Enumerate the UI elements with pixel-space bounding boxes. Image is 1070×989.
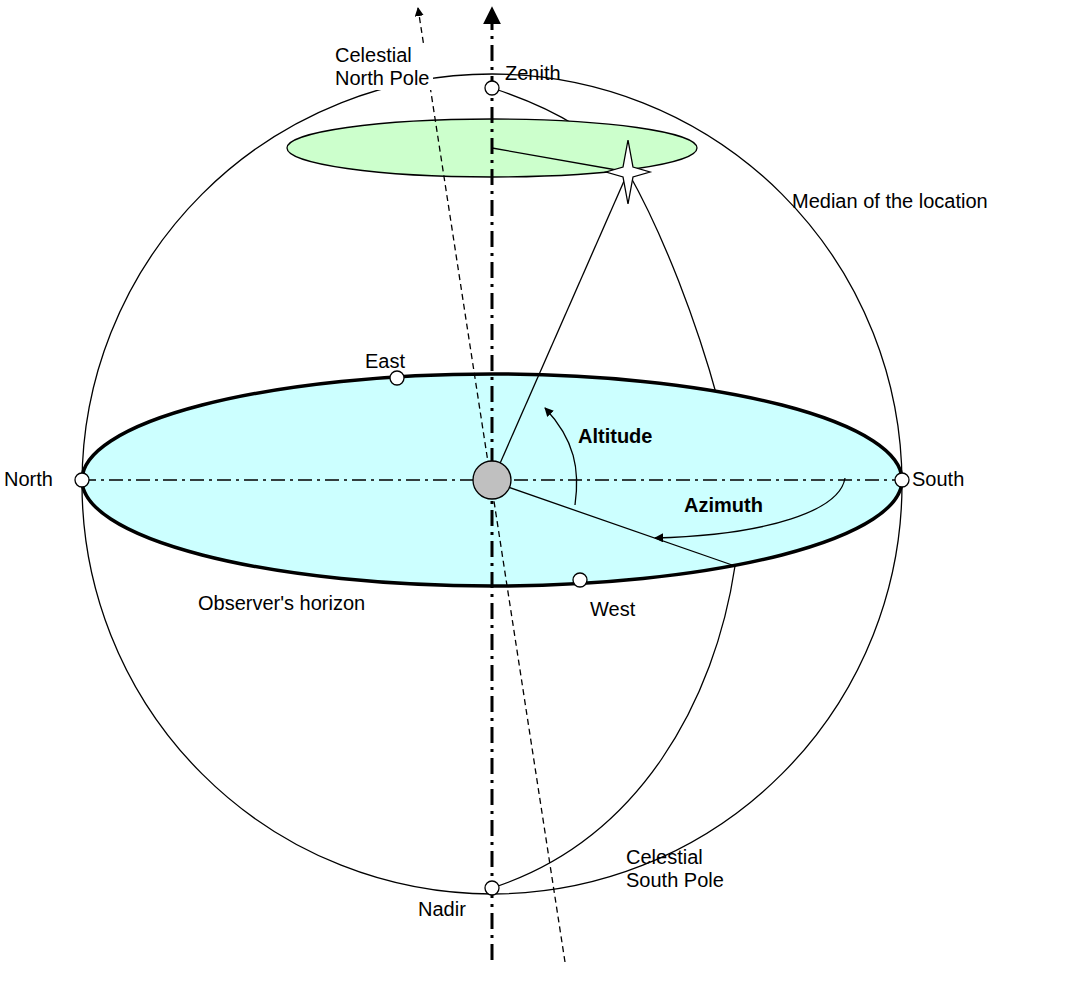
cardinal-points xyxy=(75,81,909,895)
point-label: South xyxy=(912,468,964,491)
radius-line xyxy=(492,148,628,172)
star xyxy=(606,140,650,204)
point-label: Nadir xyxy=(418,898,466,921)
point-label: North xyxy=(4,468,53,491)
angle-label: Altitude xyxy=(578,425,652,448)
pole-label: Celestial South Pole xyxy=(626,846,726,892)
point-label: East xyxy=(365,350,405,373)
azimuth-arc xyxy=(655,478,845,538)
observer xyxy=(473,461,511,499)
altitude-line xyxy=(498,172,628,468)
angle-label: Azimuth xyxy=(684,494,763,517)
point-label: West xyxy=(590,598,635,621)
celestial-axis xyxy=(418,8,565,962)
circle-label: Median of the location xyxy=(792,190,988,213)
pole-label: Celestial North Pole xyxy=(333,44,433,90)
altitude-arc xyxy=(545,408,577,505)
plane-label: Observer's horizon xyxy=(198,592,365,615)
point-label: Zenith xyxy=(505,62,561,85)
